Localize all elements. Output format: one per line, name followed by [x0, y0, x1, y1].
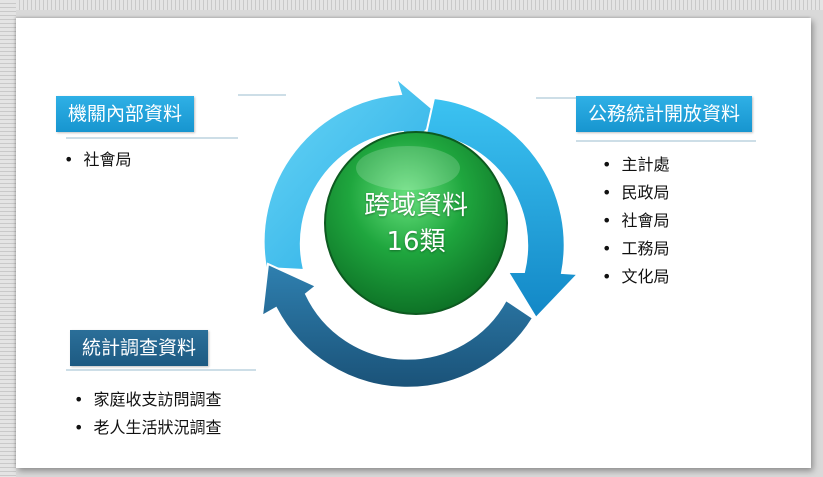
- center-count: 16類: [386, 227, 446, 257]
- list-item: 社會局: [64, 146, 131, 174]
- list-item: 文化局: [602, 263, 669, 291]
- center-title: 跨域資料: [363, 191, 468, 221]
- cycle-arrow-top-left: [262, 75, 443, 272]
- slide-page: 跨域資料 16類 機關內部資料 社會局 公務統計開放資料 主計處 民政局 社會局…: [16, 18, 811, 468]
- list-item: 社會局: [602, 207, 669, 235]
- label-internal-data: 機關內部資料: [56, 96, 195, 132]
- label-survey-data: 統計調查資料: [70, 330, 209, 366]
- list-survey-data: 家庭收支訪問調查 老人生活狀況調查: [74, 386, 221, 442]
- top-ruler: [0, 0, 823, 10]
- sphere-highlight: [356, 146, 460, 190]
- center-sphere: [324, 131, 508, 315]
- list-item: 老人生活狀況調查: [74, 414, 221, 442]
- list-item: 家庭收支訪問調查: [74, 386, 221, 414]
- center-label: 跨域資料 16類: [336, 188, 496, 260]
- list-item: 主計處: [602, 151, 669, 179]
- cycle-arrow-right: [424, 96, 581, 320]
- cycle-diagram: [66, 75, 756, 389]
- list-open-statistics: 主計處 民政局 社會局 工務局 文化局: [602, 151, 669, 291]
- label-open-statistics: 公務統計開放資料: [576, 96, 753, 132]
- left-ruler: [0, 0, 16, 477]
- list-internal-data: 社會局: [64, 146, 131, 174]
- list-item: 工務局: [602, 235, 669, 263]
- list-item: 民政局: [602, 179, 669, 207]
- cycle-arrow-bottom: [260, 262, 535, 389]
